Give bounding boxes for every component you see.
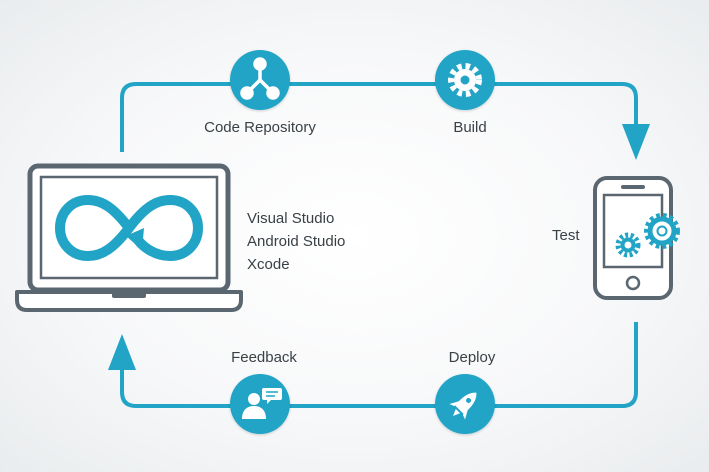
gear-icon: [448, 63, 482, 97]
label-feedback: Feedback: [231, 349, 297, 366]
node-code-repository: [230, 50, 290, 110]
label-test: Test: [552, 227, 580, 244]
branch-icon: [240, 57, 280, 100]
node-build: [435, 50, 495, 110]
dev-tool-xcode: Xcode: [247, 256, 290, 273]
rocket-icon: [449, 392, 477, 420]
dev-tool-visual-studio: Visual Studio: [247, 210, 335, 227]
arrow-to-laptop: [108, 334, 136, 370]
arrow-to-test: [622, 124, 650, 160]
laptop: [15, 163, 243, 312]
label-deploy: Deploy: [448, 349, 496, 366]
phone-speaker: [621, 185, 645, 189]
person-chat-icon: [242, 388, 282, 419]
large-gear-icon: [644, 213, 680, 249]
infinity-loop-icon: [54, 194, 204, 262]
label-build: Build: [453, 119, 487, 136]
dev-tools-list: Visual Studio Android Studio Xcode: [247, 207, 345, 276]
laptop-base: [15, 290, 243, 312]
laptop-trackpad-notch: [112, 292, 146, 298]
gears-icon: [615, 213, 680, 258]
cycle-path: [120, 82, 638, 408]
phone-home-button: [625, 275, 641, 291]
phone: [593, 176, 680, 300]
dev-tool-android-studio: Android Studio: [247, 233, 346, 250]
small-gear-icon: [615, 232, 641, 258]
node-deploy: [435, 374, 495, 434]
infinity-arrowhead: [126, 228, 144, 250]
label-code-repository: Code Repository: [204, 119, 316, 136]
node-feedback: [230, 374, 290, 434]
